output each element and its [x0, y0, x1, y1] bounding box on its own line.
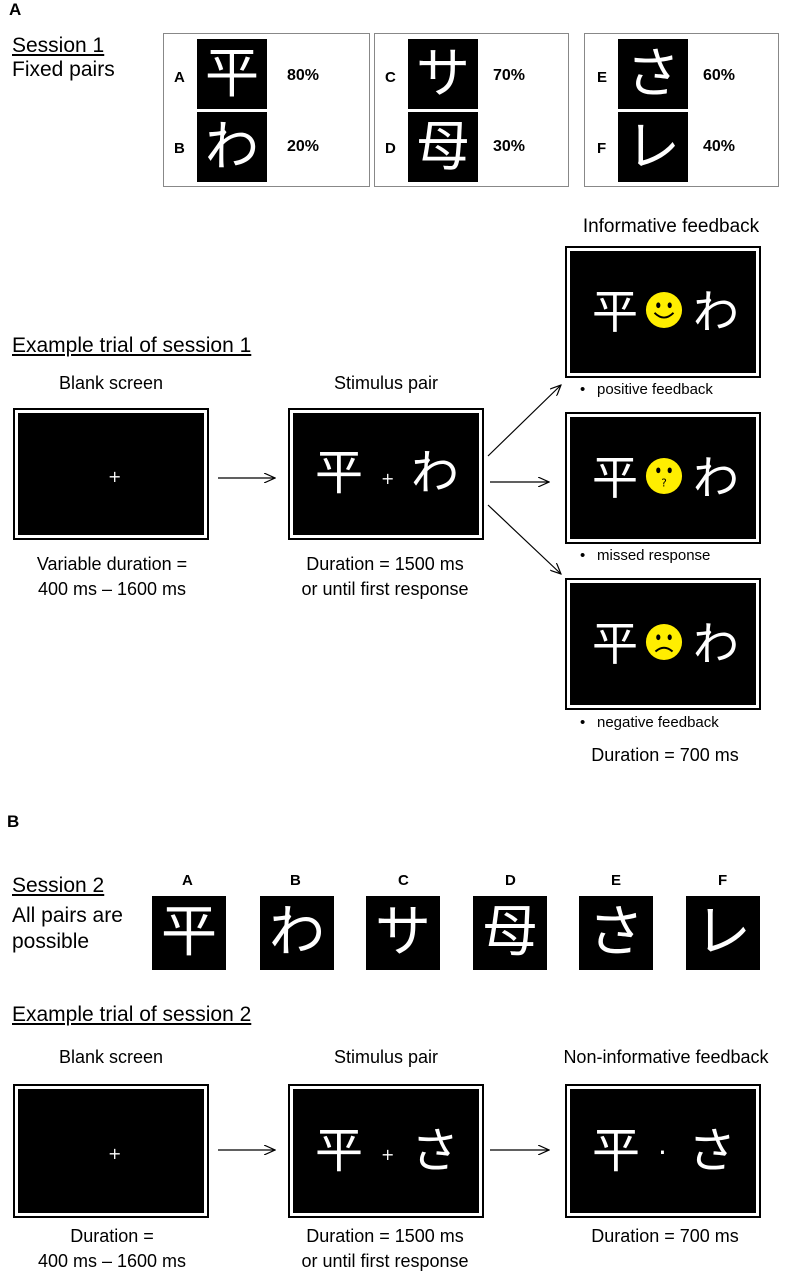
missed-response-label: missed response [597, 547, 711, 564]
blank-duration-line-2: 400 ms – 1600 ms [37, 579, 187, 599]
bullet: • [580, 714, 586, 731]
positive-feedback-label: positive feedback [597, 381, 713, 398]
missed-response-screen: 平 ? わ [565, 412, 761, 544]
fixation-cross: + [108, 1144, 122, 1163]
blank-screen-title: Blank screen [58, 373, 164, 393]
bullet: • [580, 547, 586, 564]
stimulus-duration-line-2: or until first response [301, 579, 469, 599]
left-symbol: 平 [592, 451, 638, 505]
symbol-label: B [174, 140, 185, 157]
symbol-glyph: レ [686, 896, 760, 970]
symbol-label: A [174, 69, 185, 86]
symbol-label: C [398, 872, 409, 889]
stimulus-pair-title: Stimulus pair [333, 1047, 439, 1067]
left-symbol: 平 [592, 285, 638, 339]
feedback-duration: Duration = 700 ms [591, 1226, 739, 1246]
session-2-subtitle-line-2: possible [12, 930, 90, 953]
blank-screen-title: Blank screen [58, 1047, 164, 1067]
reward-probability: 30% [493, 138, 526, 155]
left-symbol: 平 [315, 445, 364, 501]
stimulus-pair-title: Stimulus pair [333, 373, 439, 393]
bullet: • [580, 381, 586, 398]
symbol-label: B [290, 872, 301, 889]
positive-feedback-screen: 平 わ [565, 246, 761, 378]
session-2-subtitle-line-1: All pairs are [12, 904, 123, 927]
panel-b-letter: B [7, 812, 20, 831]
symbol-glyph: サ [366, 896, 440, 970]
reward-probability: 60% [703, 67, 736, 84]
question-mark: ? [661, 477, 667, 489]
session-1-title: Session 1 [12, 34, 105, 57]
fixation-cross: + [381, 469, 395, 488]
negative-feedback-label: negative feedback [597, 714, 719, 731]
feedback-duration: Duration = 700 ms [591, 745, 739, 765]
right-symbol: さ [688, 1123, 737, 1179]
non-informative-feedback-title: Non-informative feedback [563, 1047, 769, 1067]
symbol-glyph: わ [197, 112, 267, 182]
question-face-icon: ? [645, 457, 683, 495]
reward-probability: 70% [493, 67, 526, 84]
right-symbol: わ [411, 445, 460, 501]
sad-face-icon [645, 623, 683, 661]
arrow-to-negative [487, 504, 561, 574]
stimulus-screen: 平 + わ [288, 408, 484, 540]
reward-probability: 80% [287, 67, 320, 84]
symbol-glyph: 母 [408, 112, 478, 182]
blank-duration-line-1: Duration = [70, 1226, 154, 1246]
symbol-glyph: さ [579, 896, 653, 970]
example-trial-2-title: Example trial of session 2 [12, 1003, 252, 1026]
session-2-title: Session 2 [12, 874, 105, 897]
session-1-subtitle: Fixed pairs [12, 58, 115, 81]
arrow-to-positive [487, 385, 561, 457]
right-symbol: わ [693, 617, 739, 671]
reward-probability: 20% [287, 138, 320, 155]
stimulus-duration-line-1: Duration = 1500 ms [306, 1226, 464, 1246]
blank-duration-line-2: 400 ms – 1600 ms [37, 1251, 187, 1271]
left-symbol: 平 [315, 1123, 364, 1179]
symbol-label: E [597, 69, 608, 86]
blank-screen: + [13, 1084, 209, 1218]
right-symbol: わ [693, 451, 739, 505]
right-symbol: さ [411, 1123, 460, 1179]
informative-feedback-title: Informative feedback [582, 216, 760, 237]
blank-duration-line-1: Variable duration = [36, 554, 188, 574]
center-dot: · [658, 1136, 667, 1169]
pair-card-ef: E さ 60% F レ 40% [584, 33, 779, 187]
symbol-label: A [182, 872, 193, 889]
happy-face-icon [645, 291, 683, 329]
left-symbol: 平 [592, 1123, 641, 1179]
pair-card-cd: C サ 70% D 母 30% [374, 33, 569, 187]
stimulus-duration-line-2: or until first response [301, 1251, 469, 1271]
symbol-glyph: 平 [152, 896, 226, 970]
symbol-glyph: さ [618, 39, 688, 109]
reward-probability: 40% [703, 138, 736, 155]
non-informative-feedback-screen: 平 · さ [565, 1084, 761, 1218]
symbol-label: E [611, 872, 622, 889]
left-symbol: 平 [592, 617, 638, 671]
stimulus-duration-line-1: Duration = 1500 ms [306, 554, 464, 574]
symbol-glyph: わ [260, 896, 334, 970]
pair-card-ab: A 平 80% B わ 20% [163, 33, 370, 187]
symbol-glyph: 平 [197, 39, 267, 109]
panel-a-letter: A [9, 0, 22, 19]
fixation-cross: + [108, 467, 122, 486]
right-symbol: わ [693, 285, 739, 339]
symbol-label: C [385, 69, 396, 86]
fixation-cross: + [381, 1145, 395, 1164]
example-trial-1-title: Example trial of session 1 [12, 334, 252, 357]
symbol-glyph: レ [618, 112, 688, 182]
symbol-glyph: 母 [473, 896, 547, 970]
symbol-label: F [718, 872, 728, 889]
blank-screen: + [13, 408, 209, 540]
symbol-label: D [385, 140, 396, 157]
symbol-label: F [597, 140, 607, 157]
symbol-label: D [505, 872, 516, 889]
negative-feedback-screen: 平 わ [565, 578, 761, 710]
symbol-glyph: サ [408, 39, 478, 109]
stimulus-screen: 平 + さ [288, 1084, 484, 1218]
